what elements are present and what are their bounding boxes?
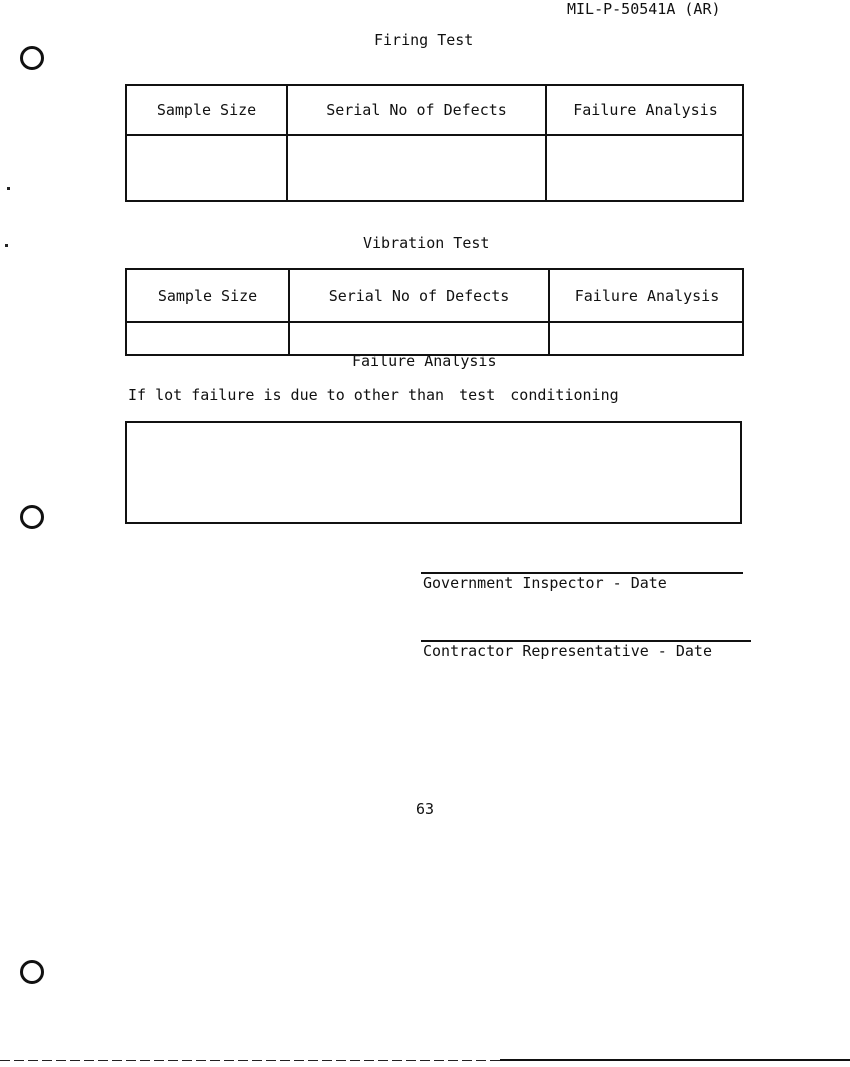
failure-instruction-text: If lot failure is due to other than [128, 386, 445, 404]
firing-test-title: Firing Test [374, 31, 474, 49]
vibration-test-title: Vibration Test [363, 234, 490, 252]
failure-analysis-box [125, 421, 742, 524]
column-header-failure-analysis: Failure Analysis [573, 101, 718, 119]
failure-instruction-test: test [459, 386, 496, 404]
bottom-rule-dashed [0, 1060, 850, 1061]
column-header-serial-no-of-defects: Serial No of Defects [328, 286, 510, 305]
contractor-signature-line [421, 640, 751, 642]
government-signature-label: Government Inspector - Date [423, 574, 667, 592]
failure-instruction: If lot failure is due to other than test… [128, 386, 619, 404]
firing-test-table: Sample Size Serial No of Defects Failure… [125, 84, 744, 202]
vibration-test-table: Sample Size Serial No of Defects Failure… [125, 268, 744, 356]
binder-hole-middle [20, 505, 44, 529]
binder-hole-top [20, 46, 44, 70]
column-header-failure-analysis: Failure Analysis [574, 286, 720, 305]
column-header-serial-no-of-defects: Serial No of Defects [326, 101, 507, 119]
binder-hole-bottom [20, 960, 44, 984]
column-header-sample-size: Sample Size [156, 101, 257, 119]
stray-mark [5, 244, 8, 247]
government-signature-line [421, 572, 743, 574]
stray-mark [7, 187, 10, 190]
column-header-sample-size: Sample Size [157, 286, 258, 305]
contractor-signature-label: Contractor Representative - Date [423, 642, 712, 660]
bottom-rule-solid [500, 1059, 850, 1061]
document-id: MIL-P-50541A (AR) [567, 0, 721, 18]
page-number: 63 [416, 800, 435, 818]
failure-instruction-conditioning: conditioning [510, 386, 619, 404]
failure-analysis-title: Failure Analysis [352, 352, 497, 370]
